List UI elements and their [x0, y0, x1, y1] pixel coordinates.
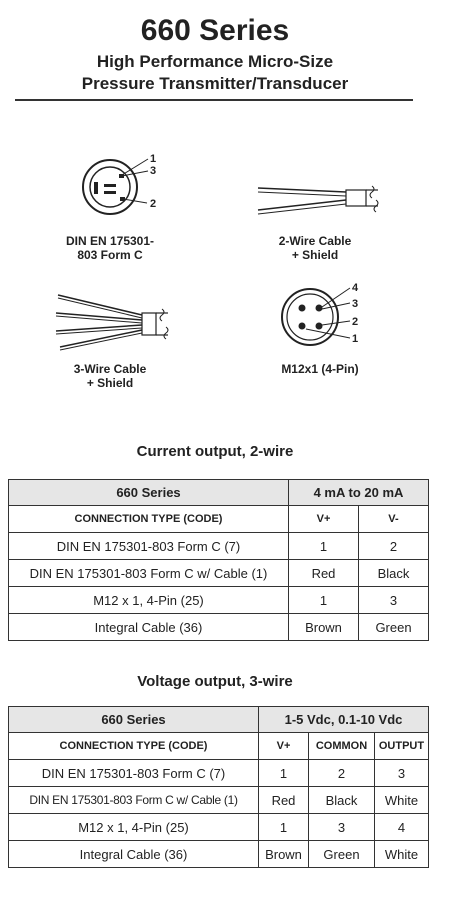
three-wire-caption: 3-Wire Cable + Shield — [73, 362, 147, 390]
table-cell: Green — [308, 840, 375, 868]
page-title: 660 Series — [140, 14, 290, 47]
column-header: OUTPUT — [374, 732, 429, 760]
current-table-header-row: 660 Series 4 mA to 20 mA — [8, 479, 430, 506]
table-cell: 3 — [374, 759, 429, 787]
din-pin-1-label: 1 — [150, 153, 156, 165]
table-row: DIN EN 175301-803 Form C (7) 1 2 — [8, 532, 430, 560]
table-row: M12 x 1, 4-Pin (25) 1 3 — [8, 586, 430, 614]
table-cell: 3 — [308, 813, 375, 841]
range-header: 4 mA to 20 mA — [287, 479, 430, 506]
m12-connector-icon: 4 3 2 1 — [281, 282, 359, 346]
m12-pin-1-label: 1 — [352, 333, 358, 345]
table-cell: Brown — [258, 840, 309, 868]
din-caption: DIN EN 175301- 803 Form C — [65, 234, 155, 262]
table-cell: 1 — [288, 532, 359, 560]
table-cell: DIN EN 175301-803 Form C (7) — [8, 532, 289, 560]
table-row: Integral Cable (36) Brown Green — [8, 613, 430, 641]
three-wire-cable-icon — [55, 294, 169, 351]
m12-pin-3-label: 3 — [352, 298, 358, 310]
title-rule — [15, 99, 413, 101]
table-cell: 3 — [357, 586, 430, 614]
range-header: 1-5 Vdc, 0.1-10 Vdc — [258, 706, 429, 733]
voltage-output-title: Voltage output, 3-wire — [137, 673, 293, 690]
table-cell: Integral Cable (36) — [8, 613, 289, 641]
two-wire-caption: 2-Wire Cable + Shield — [278, 234, 352, 262]
table-cell: Integral Cable (36) — [8, 840, 259, 868]
column-header: COMMON — [308, 732, 375, 760]
table-cell: DIN EN 175301-803 Form C (7) — [8, 759, 259, 787]
table-row: DIN EN 175301-803 Form C (7) 1 2 3 — [8, 759, 429, 787]
voltage-table-header-row: 660 Series 1-5 Vdc, 0.1-10 Vdc — [8, 706, 429, 733]
table-cell: Red — [258, 786, 309, 814]
table-row: M12 x 1, 4-Pin (25) 1 3 4 — [8, 813, 429, 841]
series-header: 660 Series — [8, 706, 259, 733]
voltage-table-column-row: CONNECTION TYPE (CODE) V+ COMMON OUTPUT — [8, 732, 429, 760]
column-header: CONNECTION TYPE (CODE) — [8, 732, 259, 760]
table-cell: 2 — [308, 759, 375, 787]
two-wire-cable-icon — [257, 185, 379, 215]
voltage-output-table: 660 Series 1-5 Vdc, 0.1-10 Vdc CONNECTIO… — [8, 706, 429, 868]
current-output-table: 660 Series 4 mA to 20 mA CONNECTION TYPE… — [8, 479, 430, 641]
din-pin-3-label: 3 — [150, 165, 156, 177]
table-cell: DIN EN 175301-803 Form C w/ Cable (1) — [8, 786, 259, 814]
table-cell: M12 x 1, 4-Pin (25) — [8, 813, 259, 841]
m12-pin-4-label: 4 — [352, 282, 359, 294]
table-cell: DIN EN 175301-803 Form C w/ Cable (1) — [8, 559, 289, 587]
table-cell: 4 — [374, 813, 429, 841]
table-cell: M12 x 1, 4-Pin (25) — [8, 586, 289, 614]
m12-caption: M12x1 (4-Pin) — [281, 362, 359, 376]
m12-pin-2-label: 2 — [352, 316, 358, 328]
table-cell: Black — [308, 786, 375, 814]
din-pin-2-label: 2 — [150, 198, 156, 210]
table-cell: 1 — [258, 759, 309, 787]
table-cell: Red — [288, 559, 359, 587]
current-output-title: Current output, 2-wire — [136, 443, 294, 460]
table-row: DIN EN 175301-803 Form C w/ Cable (1) Re… — [8, 786, 429, 814]
table-row: DIN EN 175301-803 Form C w/ Cable (1) Re… — [8, 559, 430, 587]
column-header: V+ — [258, 732, 309, 760]
table-cell: White — [374, 786, 429, 814]
column-header: V- — [357, 505, 430, 533]
column-header: V+ — [288, 505, 359, 533]
page-subtitle-line1: High Performance Micro-Size — [96, 52, 334, 71]
din-connector-icon: 1 3 2 — [82, 153, 156, 215]
table-cell: 1 — [288, 586, 359, 614]
table-cell: Green — [357, 613, 430, 641]
current-table-column-row: CONNECTION TYPE (CODE) V+ V- — [8, 505, 430, 533]
table-cell: Brown — [288, 613, 359, 641]
table-cell: Black — [357, 559, 430, 587]
table-row: Integral Cable (36) Brown Green White — [8, 840, 429, 868]
page-subtitle-line2: Pressure Transmitter/Transducer — [81, 74, 349, 93]
table-cell: White — [374, 840, 429, 868]
column-header: CONNECTION TYPE (CODE) — [8, 505, 289, 533]
series-header: 660 Series — [8, 479, 289, 506]
table-cell: 1 — [258, 813, 309, 841]
table-cell: 2 — [357, 532, 430, 560]
